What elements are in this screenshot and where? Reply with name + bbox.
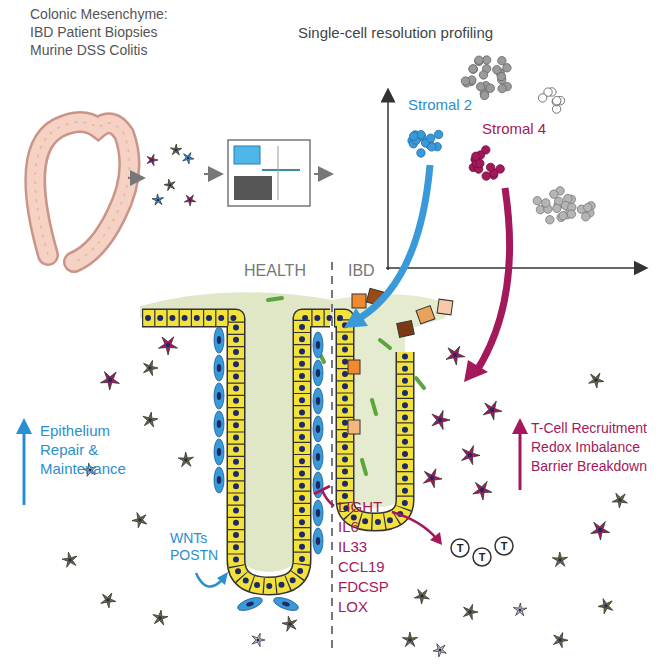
process-arrow — [204, 173, 220, 175]
effect-label: Epithelium — [40, 422, 110, 439]
method-label: Single-cell resolution profiling — [298, 24, 493, 41]
factor-label: WNTs — [170, 530, 207, 546]
process-arrow — [128, 177, 142, 179]
factor-label: LIGHT — [338, 498, 382, 515]
t-cell-label: T — [457, 543, 464, 554]
paracrine-arrow — [196, 572, 228, 587]
healthy-epithelium — [142, 318, 330, 586]
t-cell-label: T — [501, 541, 508, 552]
increase-arrow — [512, 418, 528, 490]
input-label: Colonic Mesenchyme: — [30, 6, 168, 22]
effect-label: Barrier Breakdown — [531, 458, 647, 474]
t-cell-label: T — [479, 552, 486, 563]
effect-label: Redox Imbalance — [531, 439, 640, 455]
stromal2-arrow — [344, 165, 430, 328]
stromal4-arrow — [464, 188, 510, 382]
cell-drawings — [62, 144, 627, 657]
sequencer-icon — [228, 140, 310, 206]
input-label: Murine DSS Colitis — [30, 42, 147, 58]
input-label: IBD Patient Biopsies — [30, 24, 158, 40]
increase-arrow — [16, 418, 32, 505]
divider-line — [331, 262, 333, 650]
condition-label: HEALTH — [244, 262, 306, 280]
condition-label: IBD — [348, 262, 375, 280]
cluster-label: Stromal 2 — [408, 96, 472, 113]
t-cell — [451, 537, 513, 566]
effect-label: Maintenance — [40, 460, 126, 477]
factor-label: CCL19 — [338, 558, 385, 575]
process-arrow — [314, 173, 330, 175]
effect-label: Repair & — [40, 441, 98, 458]
factor-label: FDCSP — [338, 578, 389, 595]
factor-label: IL33 — [338, 538, 367, 555]
effect-label: T-Cell Recruitment — [531, 420, 647, 436]
ibd-epithelium — [334, 288, 453, 522]
factor-label: IL6 — [338, 518, 359, 535]
recruitment-arrow — [392, 512, 442, 545]
bacteria — [268, 298, 424, 474]
colon-drawing — [35, 122, 129, 262]
plot-axes — [386, 92, 644, 270]
cluster-label: Stromal 4 — [482, 120, 546, 137]
factor-label: POSTN — [170, 547, 218, 563]
factor-label: LOX — [338, 598, 368, 615]
scatter-dots — [408, 56, 595, 224]
inhibition-line — [314, 486, 334, 506]
